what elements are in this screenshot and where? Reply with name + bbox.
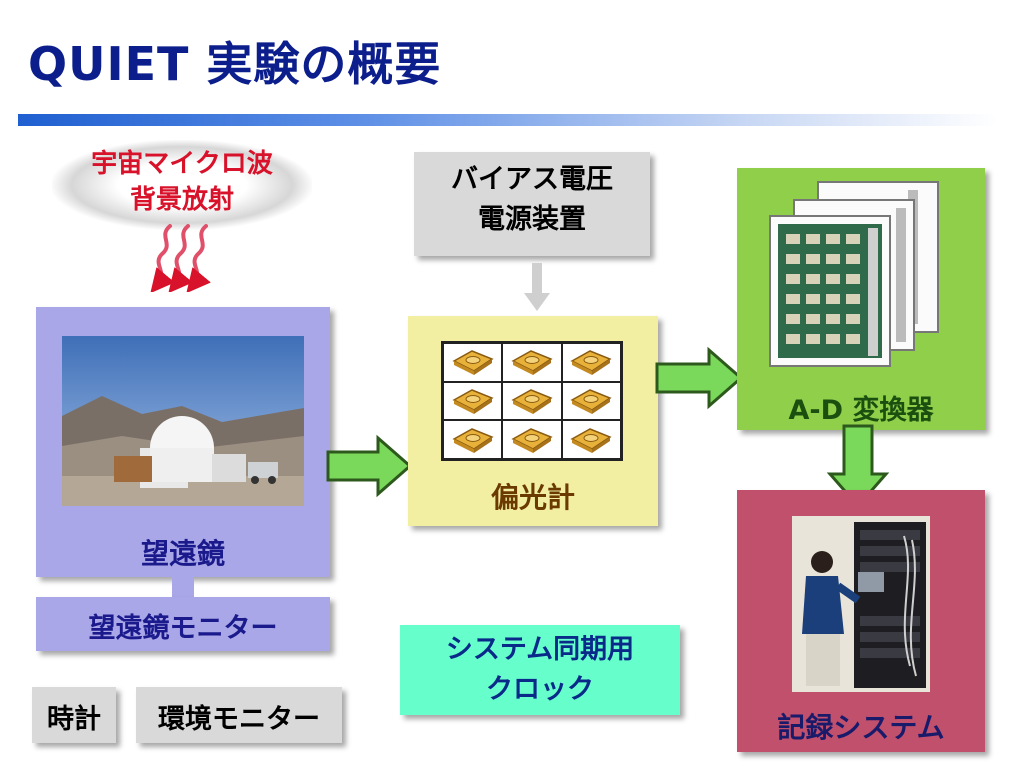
polarimeter-module-icon <box>570 350 612 376</box>
sync-clock-box <box>400 625 680 715</box>
polarimeter-module <box>502 381 562 421</box>
polarimeter-module <box>443 343 503 382</box>
cmb-glow <box>52 140 312 230</box>
wave-radiation-icon <box>150 224 211 292</box>
polarimeter-module <box>561 343 621 382</box>
bias-supply-line2: 電源装置 <box>478 204 586 235</box>
adc-boards-photo <box>769 181 939 367</box>
bias-supply-box <box>414 152 650 256</box>
telescope-monitor-box <box>36 597 330 651</box>
polarimeter-module-icon <box>570 389 612 414</box>
right-arrow-icon <box>655 346 744 410</box>
sync-clock-line2: クロック <box>486 674 594 705</box>
polarimeter-module <box>561 420 621 459</box>
polarimeter-module <box>561 381 621 421</box>
polarimeter-module-icon <box>511 389 553 414</box>
bias-supply-label: バイアス電圧 電源装置 <box>414 160 650 240</box>
bias-supply-line1: バイアス電圧 <box>451 164 613 195</box>
polarimeter-module <box>502 420 562 459</box>
telescope-label: 望遠鏡 <box>140 537 225 570</box>
telescope-monitor-label: 望遠鏡モニター <box>88 613 278 644</box>
polarimeter-module <box>502 343 562 382</box>
slide-title: QUIET 実験の概要 <box>28 37 442 91</box>
adc-label: A-D 変換器 <box>788 395 934 426</box>
clock-box <box>32 687 116 743</box>
polarimeter-module <box>443 420 503 459</box>
right-arrow-icon <box>326 434 413 498</box>
polarimeter-module-icon <box>570 427 612 453</box>
sync-clock-label: システム同期用 クロック <box>400 630 680 710</box>
telescope-connector <box>172 577 194 597</box>
polarimeter-module-icon <box>452 389 494 414</box>
recording-system-label: 記録システム <box>777 711 945 744</box>
cmb-source-line2: 背景放射 <box>129 185 234 215</box>
clock-label: 時計 <box>47 704 101 735</box>
cmb-source-line1: 宇宙マイクロ波 <box>91 149 273 179</box>
polarimeter-module-icon <box>452 350 494 376</box>
cmb-source-label: 宇宙マイクロ波 背景放射 <box>52 146 312 218</box>
title-underline <box>18 114 998 126</box>
environment-monitor-label: 環境モニター <box>158 704 320 735</box>
environment-monitor-box <box>136 687 342 743</box>
sync-clock-line1: システム同期用 <box>445 634 635 665</box>
polarimeter-label: 偏光計 <box>490 481 575 514</box>
polarimeter-module-icon <box>511 350 553 376</box>
polarimeter-module-icon <box>511 427 553 453</box>
down-arrow-gray-icon <box>524 263 550 311</box>
polarimeter-module-icon <box>452 427 494 453</box>
server-rack-photo <box>792 516 930 692</box>
telescope-photo <box>62 336 304 506</box>
polarimeter-module <box>443 381 503 421</box>
polarimeter-array <box>441 341 623 461</box>
